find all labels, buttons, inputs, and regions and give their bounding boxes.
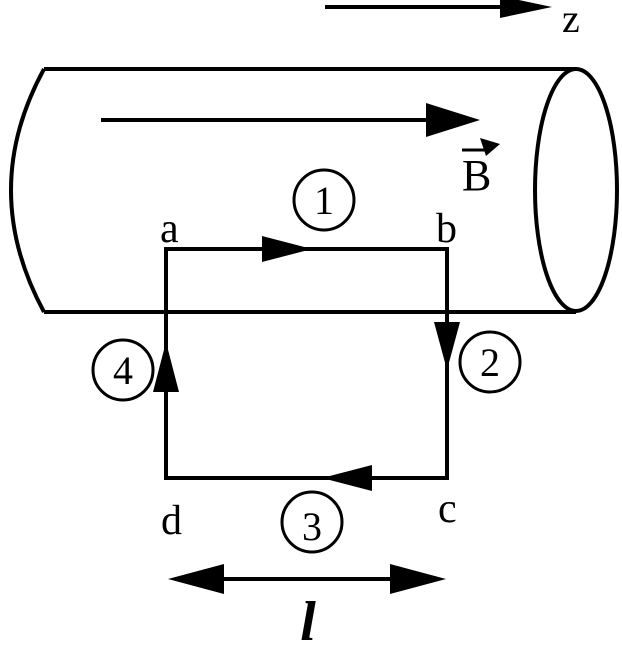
segment-1-direction-arrow — [262, 236, 312, 262]
segment-4-marker: 4 — [91, 338, 155, 402]
segment-3-marker: 3 — [280, 490, 344, 554]
magnetic-field: B — [101, 103, 500, 200]
segment-3-circle — [280, 490, 344, 554]
segment-4-circle — [91, 338, 155, 402]
length-indicator: l — [168, 564, 446, 646]
amperian-loop: a b c d — [153, 206, 460, 544]
length-label: l — [300, 591, 316, 646]
segment-4-direction-arrow — [153, 342, 179, 392]
solenoid-right-end — [533, 67, 619, 313]
solenoid — [9, 67, 619, 314]
solenoid-left-end — [9, 68, 46, 313]
segment-1-circle — [292, 168, 356, 232]
segment-1-label: 1 — [314, 178, 334, 223]
corner-c-label: c — [438, 486, 457, 532]
z-axis: z — [325, 0, 580, 41]
z-axis-label: z — [562, 0, 580, 41]
loop-rectangle — [164, 247, 449, 480]
corner-a-label: a — [160, 206, 179, 252]
segment-2-label: 2 — [480, 340, 500, 385]
corner-d-label: d — [161, 498, 182, 544]
segment-2-direction-arrow — [434, 322, 460, 370]
field-arrowhead — [426, 103, 480, 137]
segment-2-marker: 2 — [458, 330, 522, 394]
field-label: B — [462, 151, 491, 200]
corner-b-label: b — [436, 206, 457, 252]
segment-3-direction-arrow — [322, 465, 372, 491]
segment-4-label: 4 — [113, 348, 133, 393]
segment-2-circle — [458, 330, 522, 394]
length-right-arrowhead — [390, 564, 446, 594]
length-left-arrowhead — [168, 564, 224, 594]
field-vector-tip — [480, 138, 500, 156]
segment-3-label: 3 — [302, 504, 322, 549]
segment-1-marker: 1 — [292, 168, 356, 232]
z-axis-arrowhead — [500, 0, 552, 18]
